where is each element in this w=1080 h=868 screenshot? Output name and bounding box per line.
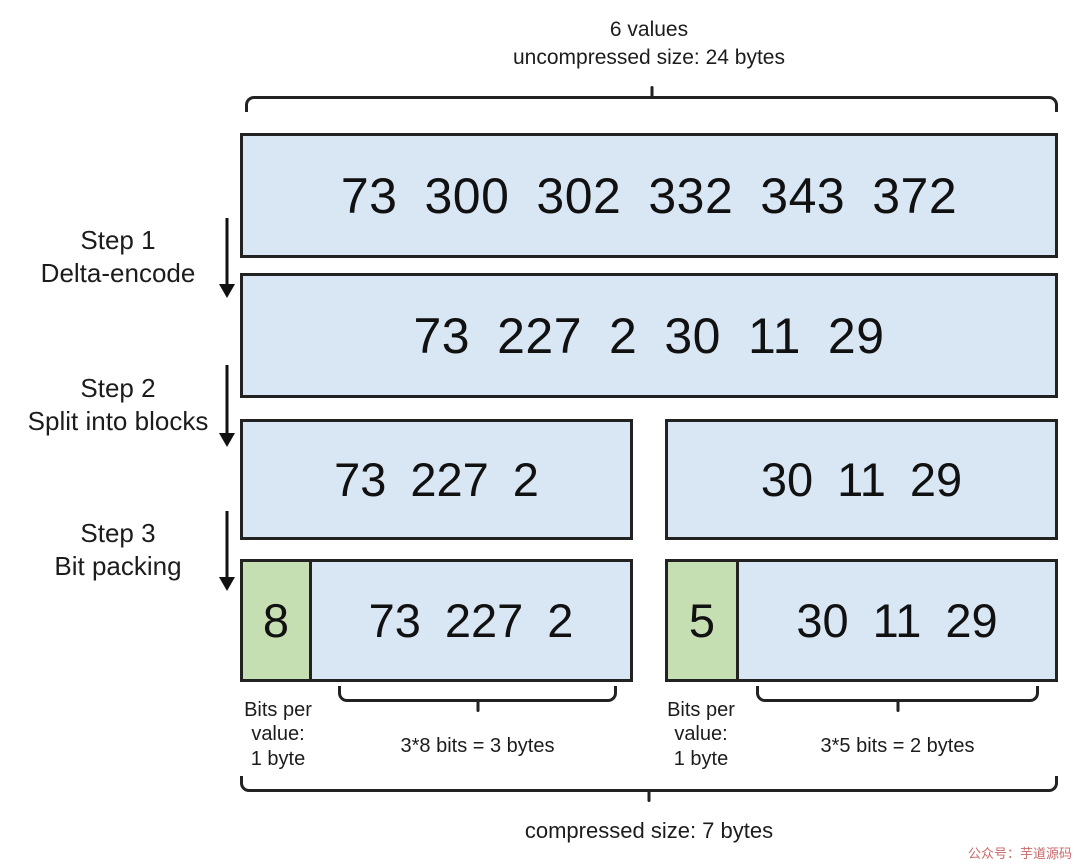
value: 302 xyxy=(536,167,622,224)
uncompressed-caption: 6 values uncompressed size: 24 bytes xyxy=(240,16,1058,71)
value: 11 xyxy=(872,594,922,647)
step3-label: Step 3 Bit packing xyxy=(5,517,231,583)
packed-left-size-brace xyxy=(338,686,617,702)
value: 73 xyxy=(340,167,398,224)
value: 30 xyxy=(796,594,849,647)
watermark-text: 公众号：芋道源码 xyxy=(967,846,1072,861)
step2-arrow-icon xyxy=(219,365,235,447)
compressed-caption: compressed size: 7 bytes xyxy=(524,818,774,843)
step3-arrow-icon xyxy=(219,511,235,591)
delta-values-box: 73 227 2 30 11 29 xyxy=(240,273,1058,398)
value: 29 xyxy=(909,453,963,506)
uncompressed-caption-line2: uncompressed size: 24 bytes xyxy=(513,45,785,69)
original-values-box: 73 300 302 332 343 372 xyxy=(240,133,1058,258)
packed-left-values: 73 227 2 xyxy=(369,593,574,648)
step2-title: Step 2 xyxy=(80,373,156,403)
step1-label: Step 1 Delta-encode xyxy=(5,224,231,290)
step3-subtitle: Bit packing xyxy=(54,551,182,582)
value: 227 xyxy=(444,594,524,647)
value: 73 xyxy=(413,307,471,364)
step3-title: Step 3 xyxy=(80,518,156,548)
packed-left-size-label: 3*8 bits = 3 bytes xyxy=(400,735,555,757)
original-values: 73 300 302 332 343 372 xyxy=(341,167,957,225)
packed-right-values: 30 11 29 xyxy=(796,593,997,648)
packed-right-size-brace xyxy=(756,686,1039,702)
step1-title: Step 1 xyxy=(80,225,156,255)
bits-per-value-cell-left: 8 xyxy=(243,562,312,679)
packed-right-size-label: 3*5 bits = 2 bytes xyxy=(820,735,975,757)
bits-per-value-cell-right: 5 xyxy=(668,562,739,679)
step1-arrow-icon xyxy=(219,218,235,298)
block-right-box: 30 11 29 xyxy=(665,419,1058,540)
block-left-values: 73 227 2 xyxy=(334,452,539,507)
value: 30 xyxy=(664,307,721,364)
bits-per-value-label-left: Bits per value: 1 byte xyxy=(244,699,312,770)
value: 332 xyxy=(648,167,734,224)
value: 73 xyxy=(368,594,421,647)
bits-per-value-label-right: Bits per value: 1 byte xyxy=(667,699,735,770)
value: 227 xyxy=(410,453,489,506)
value: 30 xyxy=(760,453,814,506)
value: 11 xyxy=(837,453,886,506)
value: 29 xyxy=(827,307,885,364)
value: 11 xyxy=(747,307,801,364)
value: 372 xyxy=(872,167,958,224)
packed-left-box: 8 73 227 2 xyxy=(240,559,633,682)
value: 343 xyxy=(760,167,846,224)
value: 227 xyxy=(497,307,583,364)
step1-subtitle: Delta-encode xyxy=(40,258,196,289)
step2-subtitle: Split into blocks xyxy=(27,406,209,437)
value: 2 xyxy=(547,594,574,647)
bottom-brace xyxy=(240,776,1058,792)
uncompressed-caption-line1: 6 values xyxy=(609,18,689,41)
top-brace xyxy=(245,96,1058,112)
value: 29 xyxy=(945,594,998,647)
value: 2 xyxy=(512,453,539,506)
value: 300 xyxy=(424,167,510,224)
block-left-box: 73 227 2 xyxy=(240,419,633,540)
value: 2 xyxy=(609,307,638,364)
packed-right-box: 5 30 11 29 xyxy=(665,559,1058,682)
value: 73 xyxy=(334,453,387,506)
delta-values: 73 227 2 30 11 29 xyxy=(413,307,884,365)
step2-label: Step 2 Split into blocks xyxy=(5,372,231,438)
block-right-values: 30 11 29 xyxy=(761,452,962,507)
